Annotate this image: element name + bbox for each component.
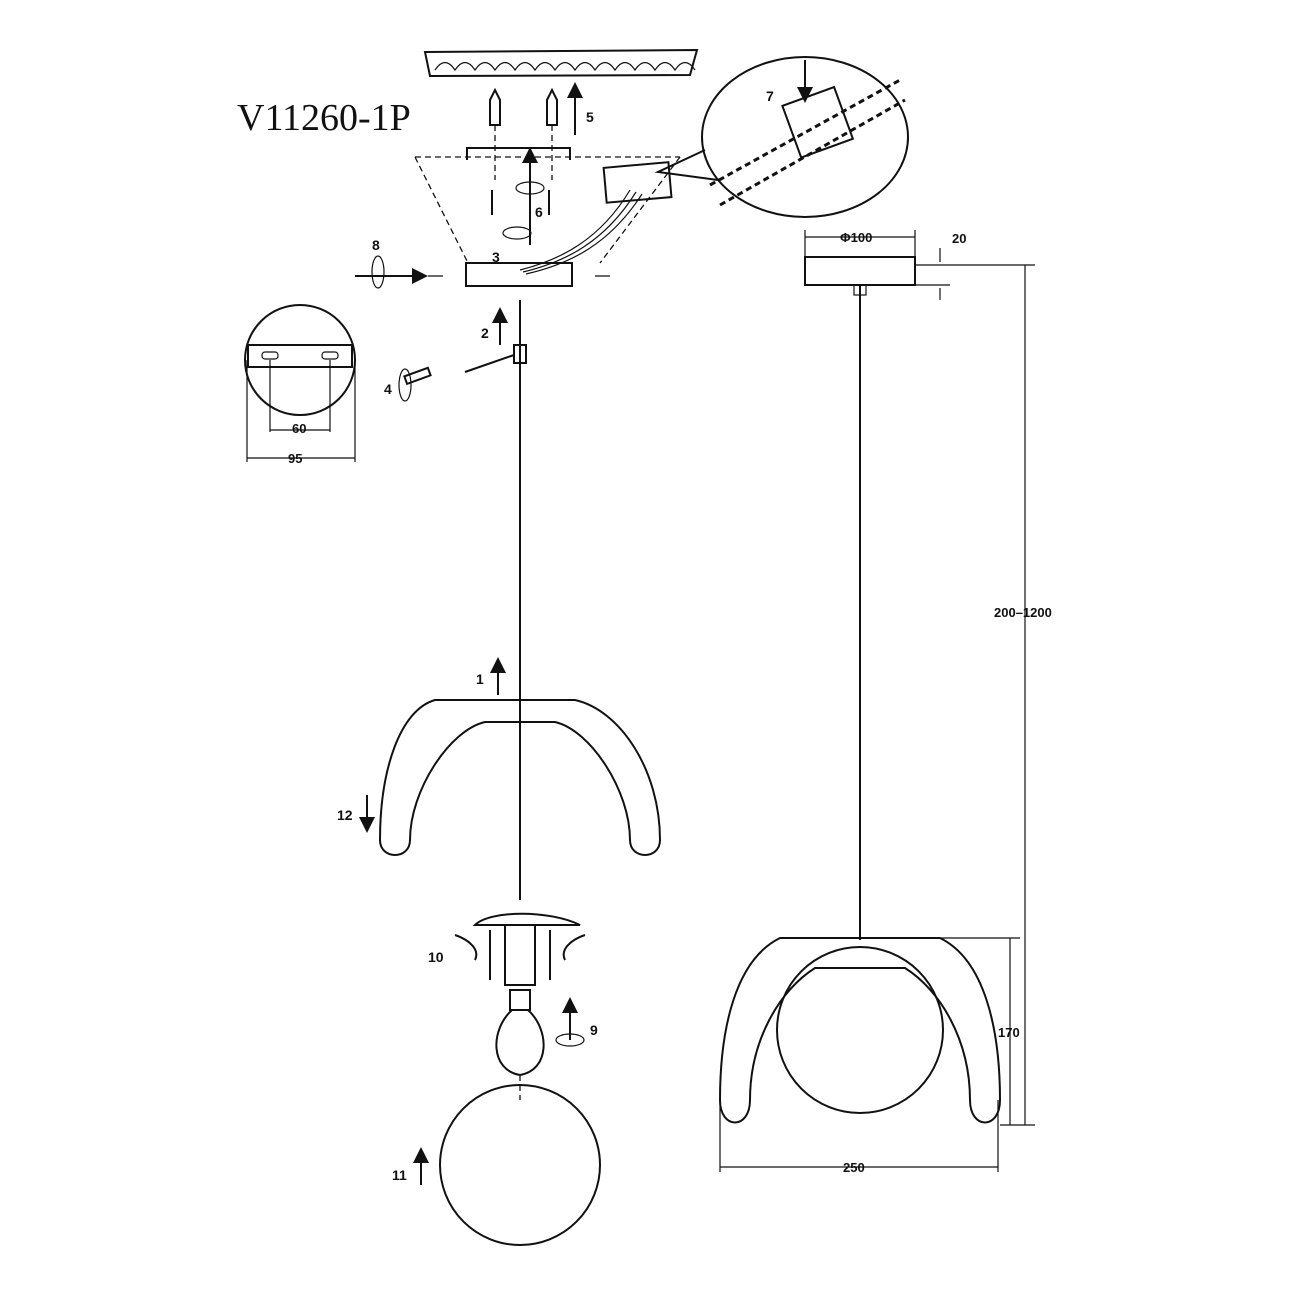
step-6: 6 — [535, 204, 543, 220]
arch-shade — [378, 699, 662, 856]
step-11: 11 — [392, 1167, 407, 1183]
step-10: 10 — [428, 949, 444, 965]
step-9: 9 — [590, 1022, 598, 1038]
dim-200-1200: 200–1200 — [994, 605, 1052, 620]
screwdriver — [403, 366, 432, 386]
step-12: 12 — [337, 807, 353, 823]
wires — [519, 189, 643, 275]
socket — [504, 924, 536, 986]
wall-anchors — [489, 82, 583, 180]
step-4: 4 — [384, 381, 392, 397]
step-2: 2 — [481, 325, 489, 341]
socket-cup — [472, 912, 581, 926]
dim-20: 20 — [952, 231, 966, 246]
dim-170: 170 — [998, 1025, 1020, 1040]
canopy-plate — [465, 262, 573, 287]
dim-95: 95 — [288, 451, 302, 466]
mounting-bracket — [466, 147, 571, 160]
step-8: 8 — [372, 237, 380, 253]
bracket-plate-detail — [244, 304, 356, 462]
assembly-guide — [414, 156, 681, 264]
glass-globe — [439, 1084, 601, 1246]
dim-phi100: Φ100 — [840, 230, 872, 245]
step-1: 1 — [476, 671, 484, 687]
dim-250: 250 — [843, 1160, 865, 1175]
model-title: V11260-1P — [237, 97, 411, 139]
ceiling-hatch — [423, 48, 699, 78]
light-bulb — [495, 1009, 545, 1077]
cable-gripper — [513, 344, 527, 364]
dim-60: 60 — [292, 421, 306, 436]
terminal-block — [602, 161, 673, 204]
step-3: 3 — [492, 249, 500, 265]
step-5: 5 — [586, 109, 594, 125]
terminal-detail-callout — [654, 56, 909, 218]
assembled-view — [718, 230, 1035, 1172]
step-7: 7 — [766, 88, 774, 104]
